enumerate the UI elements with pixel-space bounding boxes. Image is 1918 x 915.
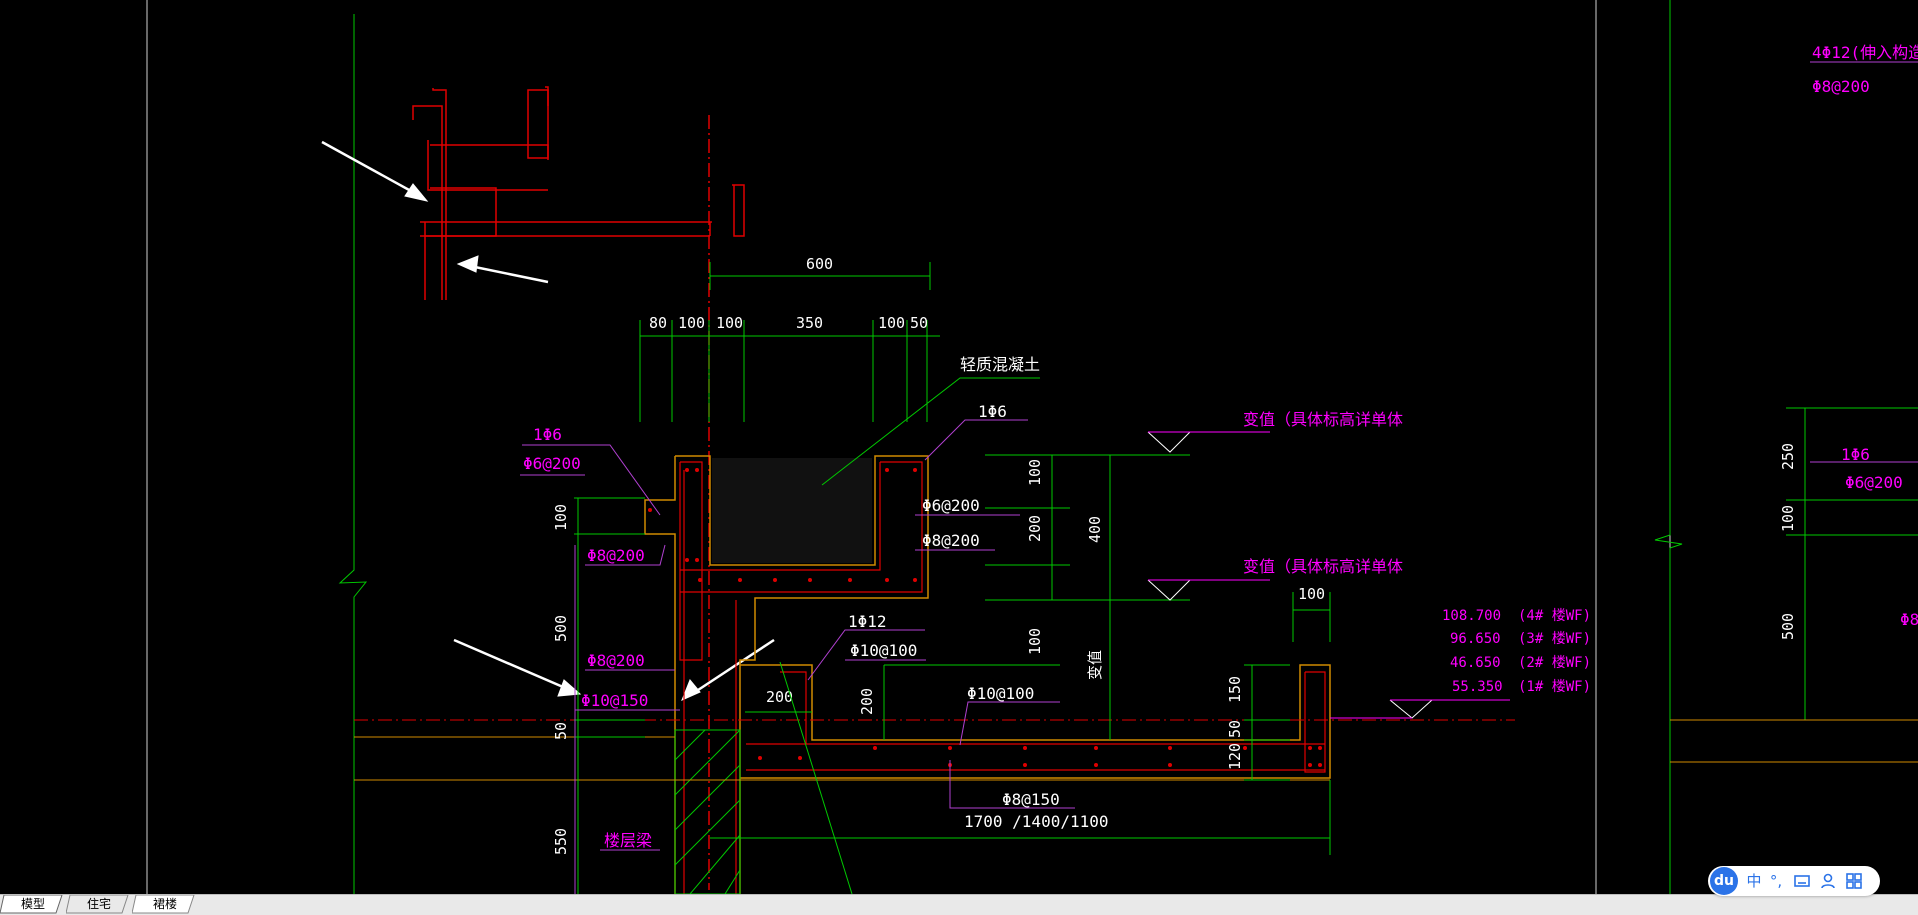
dim-mid-120: 120 (1226, 743, 1244, 770)
dim-far-250: 250 (1779, 443, 1797, 470)
ime-toolbar[interactable]: du 中 °, (1708, 866, 1880, 896)
ime-language-toggle[interactable]: 中 (1746, 872, 1762, 890)
right-leader-lines (807, 419, 1075, 809)
elevation-notes: 变值（具体标高详单体 变值（具体标高详单体 (1243, 410, 1403, 576)
far-right-dims: 250 100 500 (1779, 443, 1797, 640)
dim-100b: 100 (716, 314, 743, 332)
floor-elev-2: 46.650 (1450, 655, 1501, 671)
dim-mid-200c: 200 (858, 688, 876, 715)
far-right-labels: 4Φ12(伸入构造柱 Φ8@200 1Φ6 Φ6@200 Φ8 (1812, 43, 1918, 629)
label-span: 1700 /1400/1100 (964, 812, 1109, 831)
label-phi6-200-right: Φ6@200 (922, 496, 980, 515)
left-dimension-texts: 100 500 50 550 (552, 504, 570, 855)
floor-name-3: (3# 楼WF) (1518, 631, 1591, 647)
dim-left-500: 500 (552, 615, 570, 642)
dim-far-100: 100 (1779, 505, 1797, 532)
dim-left-50: 50 (552, 722, 570, 740)
dim-mid-150: 150 (1226, 676, 1244, 703)
tab-residential[interactable]: 住宅 (66, 895, 132, 914)
dim-mid-100c: 100 (1298, 585, 1325, 603)
dim-mid-100b: 100 (1026, 628, 1044, 655)
tab-shape (0, 895, 63, 914)
left-labels: 1Φ6 Φ6@200 Φ8@200 Φ8@200 Φ10@150 楼层梁 (523, 425, 652, 850)
dim-100a: 100 (678, 314, 705, 332)
mid-dimension-lines (745, 454, 1331, 855)
ime-punctuation-toggle[interactable]: °, (1769, 872, 1783, 890)
floor-name-2: (2# 楼WF) (1518, 655, 1591, 671)
dim-mid-50: 50 (1226, 720, 1244, 738)
left-dimension-lines (574, 497, 645, 894)
elevation-note-1: 变值（具体标高详单体 (1243, 410, 1403, 429)
tab-podium-label: 裙楼 (152, 897, 177, 911)
floor-elev-4: 108.700 (1442, 608, 1501, 624)
reference-lines (354, 719, 1515, 839)
break-line-left (338, 14, 368, 894)
parapet-section (644, 455, 929, 894)
tab-model-label: 模型 (20, 897, 45, 911)
right-labels: 1Φ6 Φ6@200 Φ8@200 1Φ12 Φ10@100 Φ10@100 Φ… (848, 402, 1109, 831)
floor-elev-1: 55.350 (1452, 679, 1503, 695)
ime-logo[interactable]: du (1710, 867, 1738, 895)
dim-80: 80 (649, 314, 667, 332)
dim-50: 50 (910, 314, 928, 332)
label-phi10-100-a: Φ10@100 (850, 641, 917, 660)
elevation-note-2: 变值（具体标高详单体 (1243, 557, 1403, 576)
dim-far-500: 500 (1779, 613, 1797, 640)
mid-dimension-texts: 100 200 400 100 变值 200 200 100 150 50 12… (766, 459, 1325, 770)
tab-shape (66, 895, 129, 914)
annotation-arrows (321, 140, 775, 701)
dim-mid-400: 400 (1086, 516, 1104, 543)
diagonal-leader (779, 661, 853, 894)
tab-model[interactable]: 模型 (0, 895, 66, 914)
floor-elevation-table: 108.700 (4# 楼WF) 96.650 (3# 楼WF) 46.650 … (1442, 608, 1591, 695)
user-icon[interactable] (1818, 870, 1838, 892)
label-1phi6-far: 1Φ6 (1841, 445, 1870, 464)
top-dimension-lines (639, 262, 940, 422)
label-phi8-edge: Φ8 (1900, 610, 1918, 629)
dim-left-100: 100 (552, 504, 570, 531)
canopy-slab (674, 664, 1331, 894)
tab-shape (132, 895, 195, 914)
floor-name-4: (4# 楼WF) (1518, 608, 1591, 624)
tab-residential-label: 住宅 (86, 897, 111, 911)
top-dimension-texts: 600 80 100 100 350 100 50 (649, 255, 928, 332)
cad-drawing: 600 80 100 100 350 100 50 (146, 0, 1918, 894)
dim-mid-200a: 200 (1026, 515, 1044, 542)
label-1phi6-right: 1Φ6 (978, 402, 1007, 421)
left-leader-lines (520, 444, 680, 894)
label-floor-beam: 楼层梁 (604, 831, 652, 850)
label-4phi12: 4Φ12(伸入构造柱 (1812, 43, 1918, 62)
keyboard-icon[interactable] (1792, 870, 1812, 892)
label-1phi6-left: 1Φ6 (533, 425, 562, 444)
dim-mid-100a: 100 (1026, 459, 1044, 486)
elevation-markers (1147, 431, 1510, 719)
label-phi10-100-b: Φ10@100 (967, 684, 1034, 703)
dim-100c: 100 (878, 314, 905, 332)
rebar-detail-red (412, 86, 745, 890)
label-phi8-200-right: Φ8@200 (922, 531, 980, 550)
floor-name-1: (1# 楼WF) (1518, 679, 1591, 695)
label-phi8-200-top: Φ8@200 (1812, 77, 1870, 96)
material-leader: 轻质混凝土 (821, 355, 1040, 486)
label-phi10-150-left: Φ10@150 (581, 691, 648, 710)
tab-podium[interactable]: 裙楼 (132, 895, 198, 914)
label-phi6-200-left: Φ6@200 (523, 454, 581, 473)
label-phi8-150: Φ8@150 (1002, 790, 1060, 809)
label-1phi12: 1Φ12 (848, 612, 887, 631)
floor-elev-3: 96.650 (1450, 631, 1501, 647)
grid-icon[interactable] (1844, 870, 1864, 892)
cad-model-space[interactable]: 600 80 100 100 350 100 50 (0, 0, 1918, 894)
label-phi8-200-left-a: Φ8@200 (587, 546, 645, 565)
dim-600: 600 (806, 255, 833, 273)
dim-mid-200b: 200 (766, 688, 793, 706)
dim-left-550: 550 (552, 828, 570, 855)
label-phi6-200-far: Φ6@200 (1845, 473, 1903, 492)
label-lightweight-concrete: 轻质混凝土 (960, 355, 1040, 374)
dim-350: 350 (796, 314, 823, 332)
far-right-detail (1654, 0, 1918, 894)
label-phi8-200-left-b: Φ8@200 (587, 651, 645, 670)
dim-mid-variable: 变值 (1086, 650, 1104, 680)
layout-tab-bar: 模型 住宅 裙楼 (0, 894, 1918, 915)
